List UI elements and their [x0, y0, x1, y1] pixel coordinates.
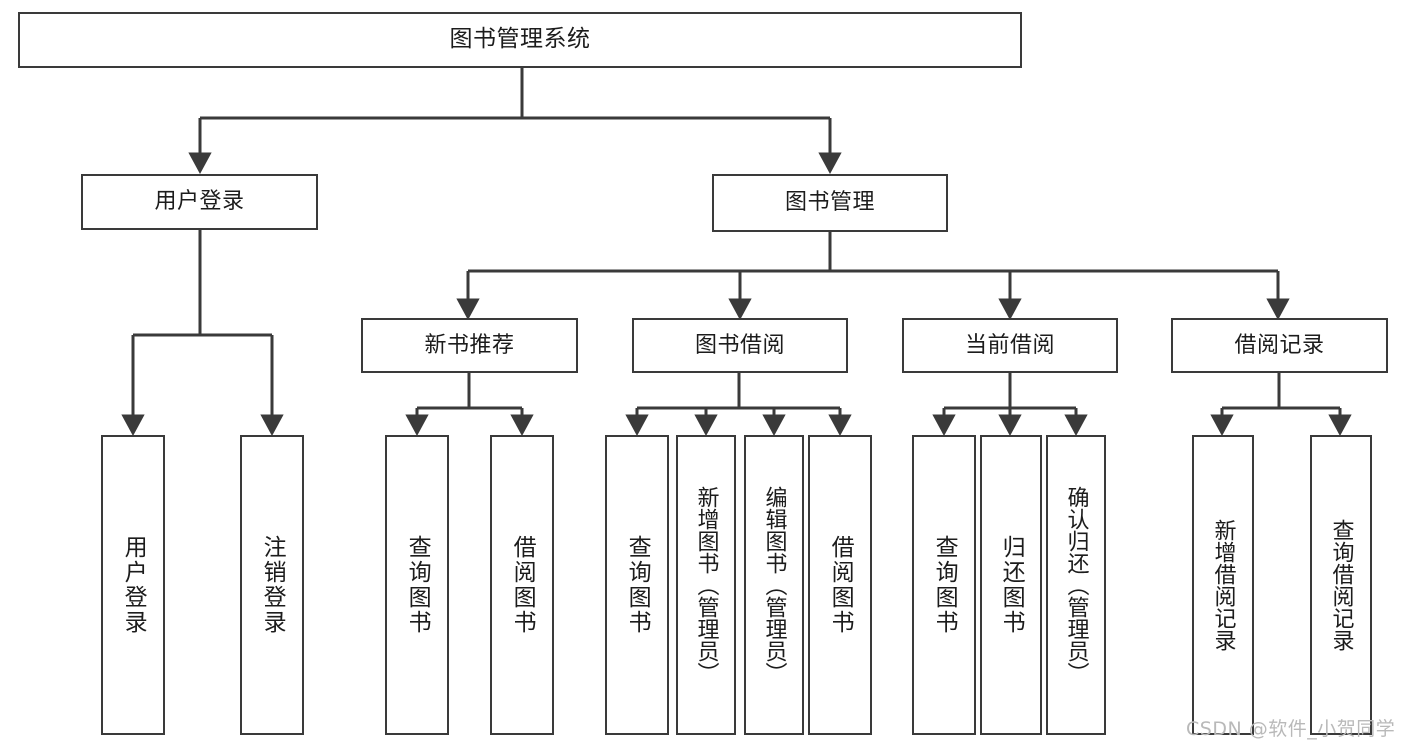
node-leaf-borrow-book-new[interactable]: 借阅图书 [490, 435, 554, 735]
node-label: 查询图书 [404, 535, 431, 635]
node-label: 当前借阅 [964, 332, 1055, 358]
node-book-management[interactable]: 图书管理 [712, 174, 948, 232]
node-label: 查询图书 [931, 535, 958, 635]
node-label: 用户登录 [120, 535, 147, 635]
node-label: 查询借阅记录 [1328, 519, 1354, 651]
node-root-book-management-system[interactable]: 图书管理系统 [18, 12, 1022, 68]
node-new-book-recommendation[interactable]: 新书推荐 [361, 318, 578, 373]
node-label: 借阅图书 [827, 535, 854, 635]
node-leaf-return-book[interactable]: 归还图书 [980, 435, 1042, 735]
node-leaf-edit-book-admin[interactable]: 编辑图书（管理员） [744, 435, 804, 735]
node-borrow-records[interactable]: 借阅记录 [1171, 318, 1388, 373]
node-label: 新增借阅记录 [1210, 519, 1236, 651]
node-label: 归还图书 [998, 535, 1025, 635]
node-label: 借阅记录 [1234, 332, 1325, 358]
node-leaf-query-book-current[interactable]: 查询图书 [912, 435, 976, 735]
node-leaf-query-book-borrow[interactable]: 查询图书 [605, 435, 669, 735]
node-leaf-add-borrow-record[interactable]: 新增借阅记录 [1192, 435, 1254, 735]
node-leaf-query-borrow-record[interactable]: 查询借阅记录 [1310, 435, 1372, 735]
node-label: 图书管理系统 [449, 26, 591, 53]
node-label: 图书管理 [784, 190, 875, 216]
node-label: 借阅图书 [509, 535, 536, 635]
node-book-borrowing[interactable]: 图书借阅 [632, 318, 848, 373]
node-leaf-logout[interactable]: 注销登录 [240, 435, 304, 735]
node-current-borrowing[interactable]: 当前借阅 [902, 318, 1118, 373]
node-label: 查询图书 [624, 535, 651, 635]
node-label: 新增图书（管理员） [693, 486, 719, 684]
node-leaf-add-book-admin[interactable]: 新增图书（管理员） [676, 435, 736, 735]
node-leaf-confirm-return-admin[interactable]: 确认归还（管理员） [1046, 435, 1106, 735]
node-label: 用户登录 [154, 189, 245, 215]
node-label: 注销登录 [259, 535, 286, 635]
node-leaf-query-book-new[interactable]: 查询图书 [385, 435, 449, 735]
node-label: 确认归还（管理员） [1063, 486, 1089, 684]
node-label: 新书推荐 [424, 332, 515, 358]
node-label: 图书借阅 [694, 332, 785, 358]
node-label: 编辑图书（管理员） [761, 486, 787, 684]
node-leaf-user-login[interactable]: 用户登录 [101, 435, 165, 735]
node-user-login[interactable]: 用户登录 [81, 174, 318, 230]
node-leaf-borrow-book[interactable]: 借阅图书 [808, 435, 872, 735]
csdn-watermark: CSDN @软件_小贺同学 [1186, 718, 1396, 740]
